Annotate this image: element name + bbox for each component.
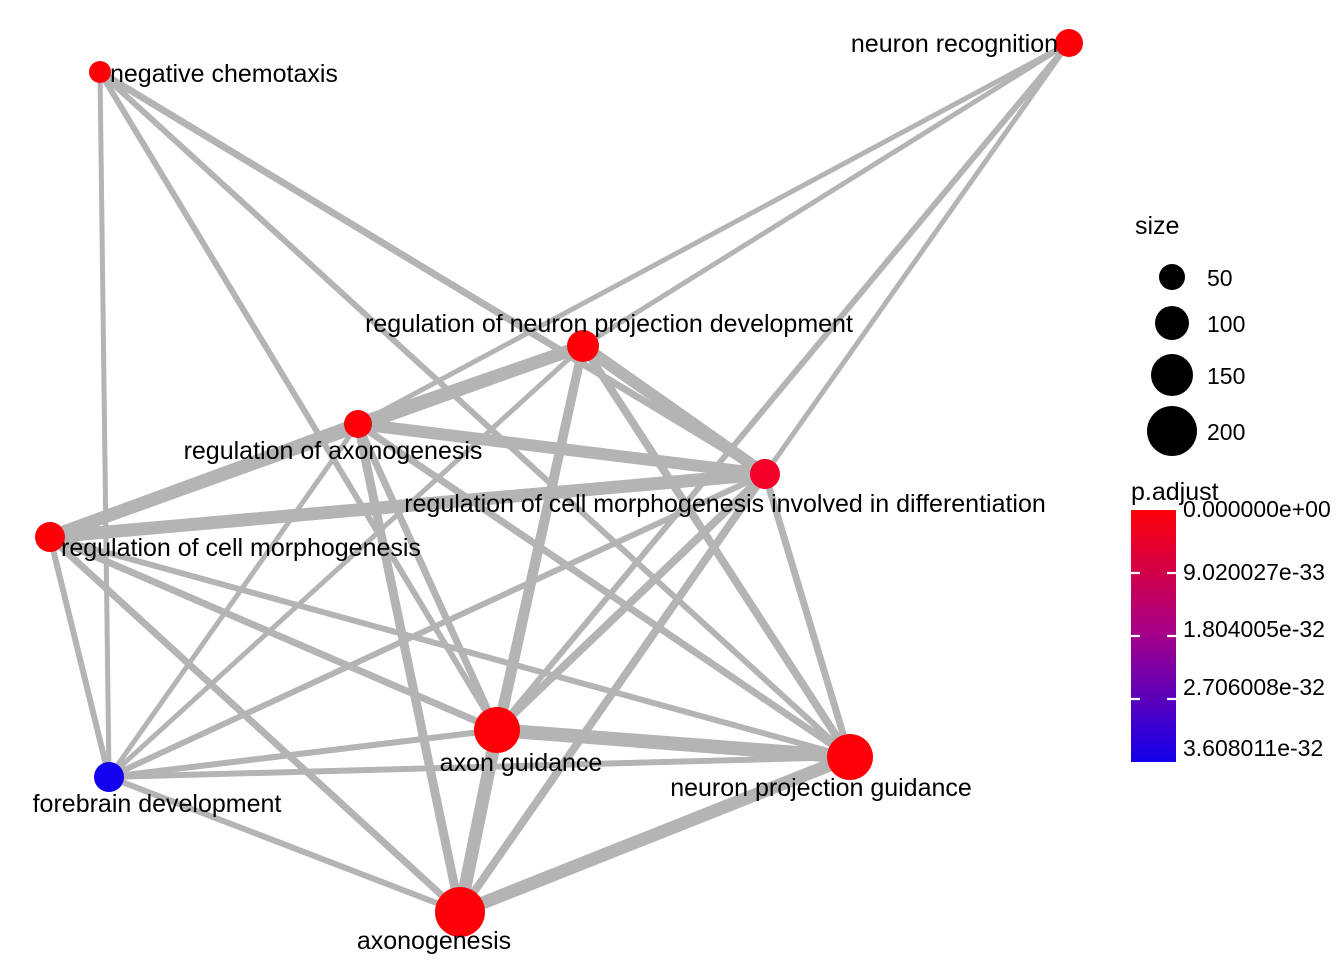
network-node-forebrain-development[interactable] (94, 762, 124, 792)
padjust-tick-label-2: 1.804005e-32 (1183, 616, 1325, 642)
padjust-legend-title: p.adjust (1131, 478, 1219, 506)
size-legend-label-50: 50 (1207, 265, 1233, 291)
network-edge (106, 422, 361, 779)
network-edge (761, 472, 854, 759)
network-edge (47, 417, 361, 544)
network-node-neuron-projection-guidance[interactable] (827, 734, 873, 780)
network-edge (108, 727, 498, 780)
node-label-neuron-recognition: neuron recognition (851, 30, 1058, 58)
network-edge (579, 341, 769, 479)
padjust-tick-label-4: 3.608011e-32 (1183, 735, 1323, 761)
network-edge (496, 723, 851, 764)
size-legend-title: size (1135, 212, 1179, 240)
network-node-regulation-of-axonogenesis[interactable] (344, 410, 372, 438)
network-edge (97, 69, 853, 760)
network-edge (762, 41, 1072, 476)
network-edge (107, 471, 767, 780)
padjust-tick-label-3: 2.706008e-32 (1183, 674, 1325, 700)
network-edge (97, 71, 112, 778)
network-edge (48, 533, 499, 734)
network-edge (107, 774, 462, 915)
network-edge (98, 69, 767, 477)
network-edge (47, 536, 112, 778)
network-edge (47, 534, 463, 915)
padjust-tick-label-1: 9.020027e-33 (1183, 559, 1325, 585)
network-edge (49, 534, 851, 760)
padjust-tick-label-0: 0.000000e+00 (1183, 496, 1331, 522)
network-node-regulation-of-neuron-projection-development[interactable] (567, 330, 599, 362)
network-edge (453, 728, 504, 914)
node-label-regulation-of-cell-morphogenesis: regulation of cell morphogenesis (61, 534, 421, 562)
size-legend: size 50 100 150 200 (1135, 212, 1245, 456)
node-label-regulation-of-neuron-projection-development: regulation of neuron projection developm… (365, 310, 853, 338)
node-label-axonogenesis: axonogenesis (357, 927, 511, 955)
node-label-forebrain-development: forebrain development (33, 790, 282, 818)
size-legend-swatch-50 (1159, 264, 1185, 290)
network-edge (494, 471, 768, 733)
network-node-neuron-recognition[interactable] (1055, 29, 1083, 57)
node-label-negative-chemotaxis: negative chemotaxis (110, 60, 338, 88)
network-edge (107, 344, 585, 779)
network-edge (579, 343, 854, 760)
size-legend-label-150: 150 (1207, 363, 1245, 389)
network-node-negative-chemotaxis[interactable] (89, 61, 111, 83)
network-node-regulation-of-cell-morphogenesis-involved-in-differentiation[interactable] (750, 459, 780, 489)
network-edge (457, 750, 853, 919)
network-edge (357, 418, 766, 480)
network-nodes (35, 29, 1083, 937)
network-edge (97, 70, 500, 732)
size-legend-swatch-200 (1147, 406, 1197, 456)
size-legend-swatch-100 (1155, 306, 1189, 340)
network-edges (47, 40, 1072, 919)
network-edge (49, 467, 766, 544)
node-label-regulation-of-axonogenesis: regulation of axonogenesis (184, 437, 483, 465)
node-label-axon-guidance: axon guidance (440, 749, 603, 777)
size-legend-swatch-150 (1151, 354, 1193, 396)
network-edge (356, 40, 1071, 427)
size-legend-label-200: 200 (1207, 419, 1245, 445)
network-node-labels: negative chemotaxis neuron recognition reg… (33, 30, 1058, 955)
node-label-neuron-projection-guidance: neuron projection guidance (670, 774, 972, 802)
network-edge (456, 471, 769, 915)
network-node-regulation-of-cell-morphogenesis[interactable] (35, 522, 65, 552)
network-edge (354, 422, 501, 732)
size-legend-label-100: 100 (1207, 311, 1245, 337)
node-label-regulation-of-cell-morphogenesis-involved-in-differentiation: regulation of cell morphogenesis involve… (404, 490, 1046, 518)
network-node-axon-guidance[interactable] (474, 707, 520, 753)
network-edge (494, 41, 1072, 732)
network-node-axonogenesis[interactable] (435, 887, 485, 937)
network-edge (108, 754, 851, 780)
network-edge (581, 40, 1071, 349)
network-edge (356, 421, 852, 760)
